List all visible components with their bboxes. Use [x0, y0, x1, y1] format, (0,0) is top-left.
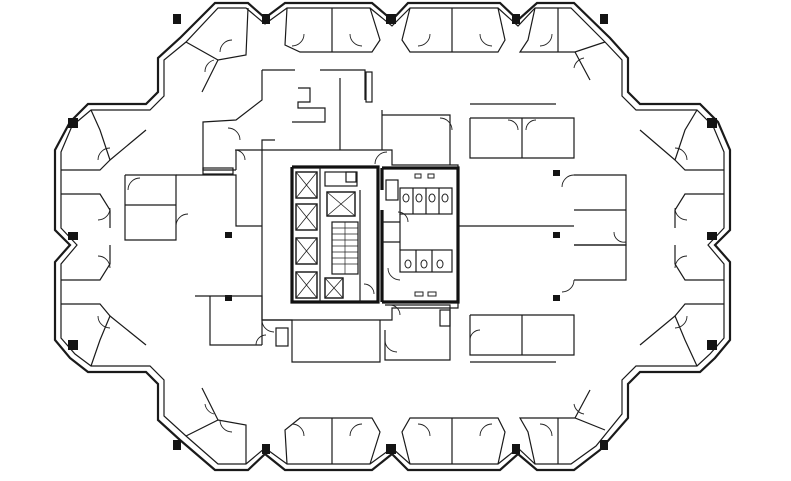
building-perimeter [53, 1, 732, 472]
interior-lower-right [384, 244, 627, 363]
core-corridors [374, 151, 401, 316]
elevator-bank-left [295, 171, 318, 299]
offices-top [185, 7, 606, 93]
offices-left [61, 109, 147, 367]
structural-columns [68, 14, 717, 454]
stair-center [331, 221, 359, 275]
interior-upper-right [382, 103, 627, 246]
restroom-upper [385, 173, 453, 223]
elevator-bank-center [324, 171, 358, 299]
offices-bottom [185, 387, 606, 465]
restroom-lower [363, 249, 453, 297]
interior-upper-left [124, 69, 383, 241]
interior-lower-left [195, 295, 381, 363]
offices-right [639, 109, 724, 367]
building-core [261, 149, 574, 321]
